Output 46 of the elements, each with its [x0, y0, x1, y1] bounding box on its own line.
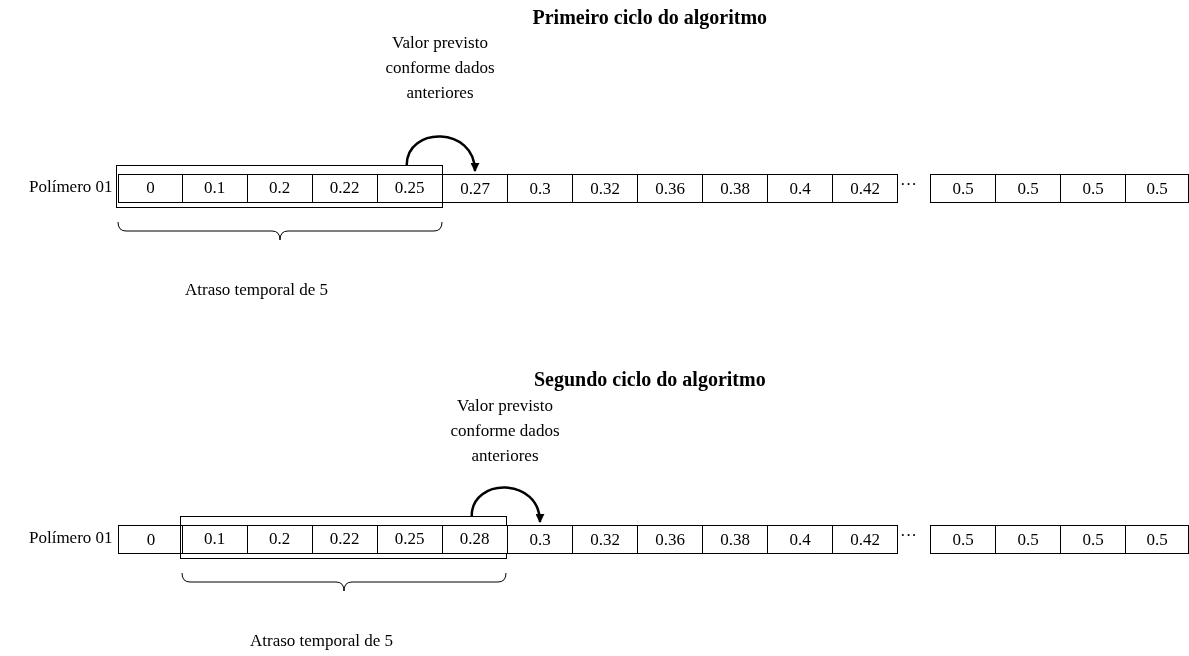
value-cell: 0.1 [181, 173, 248, 203]
value-cell: 0.32 [572, 525, 638, 554]
ellipsis: ··· [900, 526, 917, 546]
value-cell: 0.38 [702, 174, 768, 203]
heading: Primeiro ciclo do algoritmo [532, 6, 768, 29]
value-cell: 0.4 [767, 525, 833, 554]
edge-label: Valor previsto conforme dados anteriores [449, 395, 561, 467]
value-cell: 0.1 [181, 524, 248, 554]
value-cell: 0.2 [246, 524, 313, 554]
value-cell: 0.5 [930, 525, 996, 554]
row-label: Polímero 01 [29, 528, 113, 548]
value-cell: 0.22 [311, 524, 378, 554]
value-cell: 0.42 [832, 174, 898, 203]
value-cell: 0.5 [1125, 174, 1189, 203]
value-cell: 0.25 [376, 173, 443, 203]
value-cell: 0.5 [1060, 525, 1126, 554]
window-frame [180, 516, 507, 559]
heading: Segundo ciclo do algoritmo [534, 368, 766, 391]
value-cell: 0 [118, 525, 184, 554]
edge-label: Valor previsto conforme dados anteriores [384, 32, 496, 104]
value-cell: 0.42 [832, 525, 898, 554]
value-cell: 0.2 [246, 173, 313, 203]
window-frame [116, 165, 443, 208]
bracket-caption: Atraso temporal de 5 [250, 631, 394, 651]
value-cell: 0.3 [507, 174, 573, 203]
ellipsis: ··· [900, 175, 917, 195]
value-cell: 0.22 [311, 173, 378, 203]
value-cell: 0.5 [995, 525, 1061, 554]
value-cell: 0.4 [767, 174, 833, 203]
value-cell: 0.5 [1125, 525, 1189, 554]
bracket-caption: Atraso temporal de 5 [185, 280, 329, 300]
value-cell: 0 [117, 173, 184, 203]
value-cell: 0.5 [1060, 174, 1126, 203]
value-cell: 0.32 [572, 174, 638, 203]
value-cell: 0.36 [637, 174, 703, 203]
value-cell: 0.5 [930, 174, 996, 203]
value-cell: 0.5 [995, 174, 1061, 203]
value-cell: 0.25 [376, 524, 443, 554]
value-cell: 0.36 [637, 525, 703, 554]
value-cell: 0.3 [507, 525, 573, 554]
row-label: Polímero 01 [29, 177, 113, 197]
curved-arrow [470, 486, 544, 523]
curved-arrow [405, 135, 479, 172]
value-cell: 0.27 [442, 174, 508, 203]
value-cell: 0.38 [702, 525, 768, 554]
value-cell: 0.28 [441, 524, 508, 554]
